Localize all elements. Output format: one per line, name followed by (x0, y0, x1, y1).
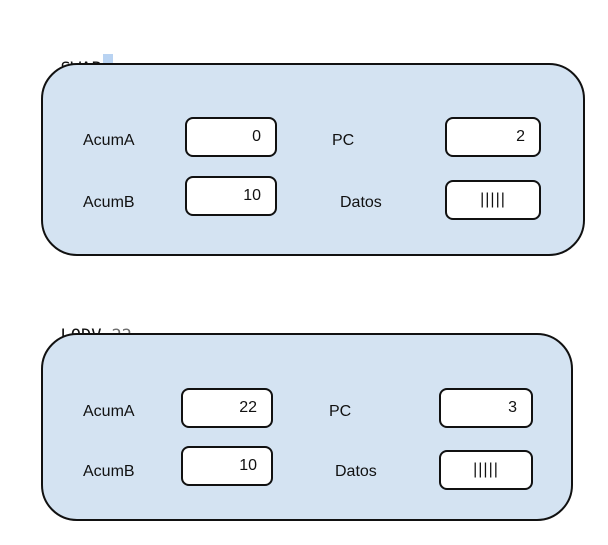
acum-b-value-box: 10 (181, 446, 273, 486)
acum-b-value-box: 10 (185, 176, 277, 216)
pc-label: PC (332, 132, 355, 149)
acum-a-value-box: 22 (181, 388, 273, 428)
acum-a-label: AcumA (83, 403, 135, 420)
acum-a-label: AcumA (83, 132, 135, 149)
datos-label: Datos (335, 463, 377, 480)
acum-a-value-box: 0 (185, 117, 277, 157)
datos-value-box: ||||| (439, 450, 533, 490)
pc-value-box: 3 (439, 388, 533, 428)
register-panel-swap: AcumA 0 AcumB 10 PC 2 Datos ||||| (41, 63, 585, 256)
pc-value-box: 2 (445, 117, 541, 157)
pc-label: PC (329, 403, 352, 420)
acum-b-label: AcumB (83, 463, 135, 480)
acum-b-label: AcumB (83, 194, 135, 211)
register-panel-lodv: AcumA 22 AcumB 10 PC 3 Datos ||||| (41, 333, 573, 521)
datos-value-box: ||||| (445, 180, 541, 220)
datos-label: Datos (340, 194, 382, 211)
